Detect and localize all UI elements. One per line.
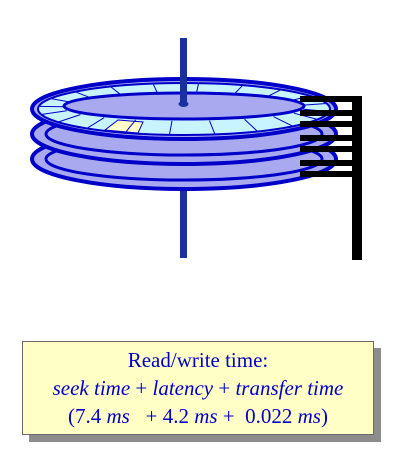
transfer-value: 0.022 bbox=[245, 404, 293, 428]
seek-unit: ms bbox=[106, 404, 130, 428]
sector-divider bbox=[273, 116, 294, 127]
formula-title: Read/write time: bbox=[23, 346, 373, 374]
plus-sign-1: + bbox=[135, 376, 148, 400]
formula-terms: seek time + latency + transfer time bbox=[23, 374, 373, 402]
paren-open: ( bbox=[68, 404, 76, 428]
sector-divider bbox=[41, 110, 67, 115]
sector-divider bbox=[86, 117, 105, 129]
latency-unit: ms bbox=[194, 404, 218, 428]
sector-divider bbox=[209, 120, 216, 135]
sector-divider bbox=[244, 118, 258, 132]
sector-divider bbox=[57, 114, 81, 123]
head-arm-6 bbox=[300, 160, 362, 166]
seek-value: 7.4 bbox=[75, 404, 102, 428]
head-arm-3 bbox=[300, 121, 362, 127]
formula-values: (7.4 ms + 4.2 ms + 0.022 ms) bbox=[23, 402, 373, 430]
spindle-upper bbox=[180, 38, 187, 106]
sector-divider bbox=[168, 120, 173, 135]
spindle-lower bbox=[180, 160, 187, 258]
transfer-unit: ms bbox=[297, 404, 321, 428]
spindle-cap bbox=[178, 101, 189, 107]
formula-box: Read/write time: seek time + latency + t… bbox=[22, 341, 374, 435]
formula-title-text: Read/write time: bbox=[127, 348, 269, 372]
head-arm-assembly bbox=[300, 96, 362, 260]
plus-sign-3: + bbox=[145, 404, 158, 428]
head-arm-2 bbox=[300, 110, 362, 116]
head-arm-4 bbox=[300, 135, 362, 141]
head-arm-7 bbox=[300, 171, 362, 177]
term-latency: latency bbox=[152, 376, 214, 400]
term-seek-time: seek time bbox=[52, 376, 131, 400]
plus-sign-2: + bbox=[218, 376, 231, 400]
plus-sign-4: + bbox=[222, 404, 235, 428]
hard-disk-diagram bbox=[30, 38, 362, 260]
sector-divider bbox=[293, 112, 318, 120]
actuator-post bbox=[352, 96, 362, 260]
sector-divider bbox=[124, 119, 137, 134]
head-arm-5 bbox=[300, 146, 362, 152]
sector-divider bbox=[301, 103, 327, 106]
term-transfer-time: transfer time bbox=[235, 376, 344, 400]
head-arm-1 bbox=[300, 96, 362, 102]
latency-value: 4.2 bbox=[162, 404, 189, 428]
paren-close: ) bbox=[320, 404, 328, 428]
